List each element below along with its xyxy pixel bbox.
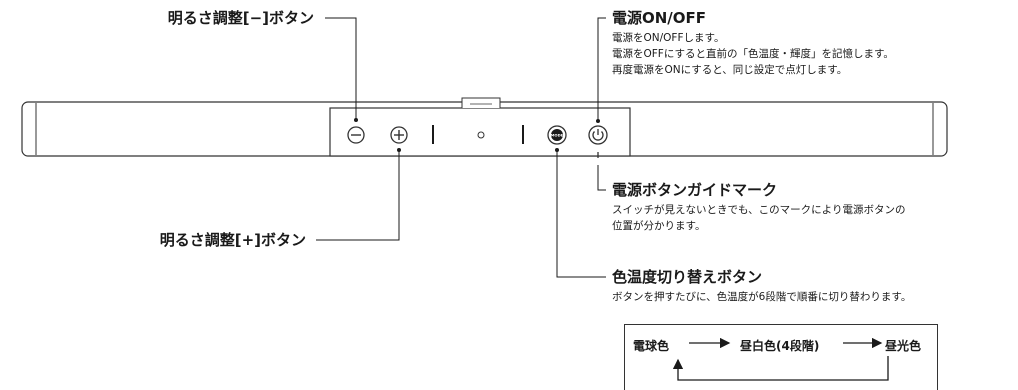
leader-power (597, 17, 606, 121)
callout-plus: 明るさ調整[+]ボタン (160, 231, 306, 249)
callout-power: 電源ON/OFF 電源をON/OFFします。 電源をOFFにすると直前の「色温度… (612, 9, 894, 78)
callout-mode-desc: ボタンを押すたびに、色温度が6段階で順番に切り替わります。 (612, 289, 911, 305)
leader-guide (597, 165, 606, 191)
callout-mode-title: 色温度切り替えボタン (612, 268, 763, 286)
callout-power-desc: 電源をON/OFFします。 電源をOFFにすると直前の「色温度・輝度」を記憶しま… (612, 30, 894, 78)
callout-guide: 電源ボタンガイドマーク スイッチが見えないときでも、このマークにより電源ボタンの… (612, 181, 905, 234)
callout-guide-title: 電源ボタンガイドマーク (612, 181, 778, 199)
flow-step-warm: 電球色 (633, 339, 670, 353)
flow-step-daylight: 昼光色 (885, 339, 922, 353)
panel-top-notch (461, 97, 501, 108)
plus-icon (394, 130, 404, 140)
callout-power-line: 電源をOFFにすると直前の「色温度・輝度」を記憶します。 (612, 48, 894, 60)
flow-arrows (672, 337, 889, 381)
callout-minus: 明るさ調整[−]ボタン (168, 9, 314, 27)
power-button[interactable] (588, 125, 608, 145)
callout-guide-desc: スイッチが見えないときでも、このマークにより電源ボタンの 位置が分かります。 (612, 202, 905, 234)
sensor-dot (477, 131, 485, 139)
callout-mode-line: ボタンを押すたびに、色温度が6段階で順番に切り替わります。 (612, 291, 912, 303)
callout-guide-line: スイッチが見えないときでも、このマークにより電源ボタンの (612, 204, 906, 216)
callout-mode: 色温度切り替えボタン ボタンを押すたびに、色温度が6段階で順番に切り替わります。 (612, 268, 911, 305)
callout-guide-line: 位置が分かります。 (612, 220, 706, 232)
minus-button[interactable] (347, 126, 365, 144)
leader-lines (316, 17, 606, 278)
plus-button[interactable] (390, 126, 408, 144)
callout-plus-title: 明るさ調整[+]ボタン (159, 231, 306, 249)
power-icon (592, 129, 604, 141)
callout-power-line: 電源をON/OFFします。 (612, 32, 725, 44)
callout-power-line: 再度電源をONにすると、同じ設定で点灯します。 (612, 64, 848, 76)
leader-minus (325, 17, 357, 120)
mode-button[interactable]: MODE (547, 125, 567, 145)
color-temperature-flow: 電球色 昼白色(4段階) 昼光色 (624, 324, 938, 390)
leader-mode (556, 150, 606, 278)
callout-minus-title: 明るさ調整[−]ボタン (167, 9, 314, 27)
leader-plus (316, 150, 400, 241)
callout-power-title: 電源ON/OFF (612, 9, 707, 27)
flow-step-neutral: 昼白色(4段階) (740, 339, 820, 353)
leader-dots (354, 118, 600, 152)
mode-button-label: MODE (551, 133, 564, 138)
flow-return-arrow (672, 356, 889, 381)
